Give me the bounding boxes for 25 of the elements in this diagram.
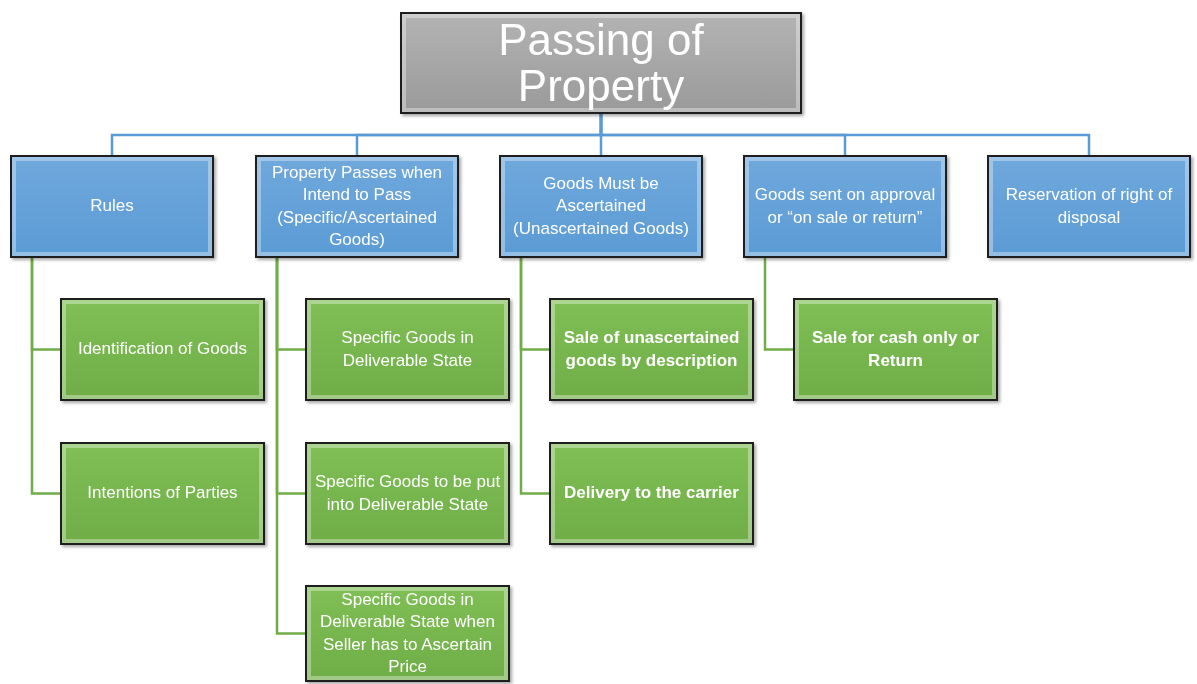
node-label: Specific Goods in Deliverable State [340,327,475,372]
node-label: Intentions of Parties [87,482,238,505]
category-box [499,155,703,258]
node-label: Rules [90,195,134,218]
connector-line [519,258,549,495]
node-label: Sale of unascertained goods by description [562,327,741,372]
node-label: Specific Goods in Deliverable State when Seller has to Ascertain Price [319,589,496,678]
category-box [10,155,214,258]
node-label: Reservation of right of disposal [1004,184,1174,229]
connector-line [763,258,793,351]
node-label: Property Passes when Intend to Pass (Specific/Ascertained Goods) [270,162,444,251]
node-label: Goods Must be Ascertained (Unascertained Goods) [512,173,690,240]
node-label: Specific Goods to be put into Deliverable State [313,471,502,516]
category-box [743,155,947,258]
node-label: Identification of Goods [77,338,248,361]
connector-line [599,114,1091,155]
node-label: Passing of Property [497,16,705,110]
title-box [400,12,802,114]
connector-line [30,258,60,495]
category-box [255,155,459,258]
category-box [987,155,1191,258]
connector-line [275,258,305,635]
node-label: Goods sent on approval or “on sale or return” [753,184,937,229]
node-label: Delivery to the carrier [564,482,739,505]
node-label: Sale for cash only or Return [810,327,981,372]
